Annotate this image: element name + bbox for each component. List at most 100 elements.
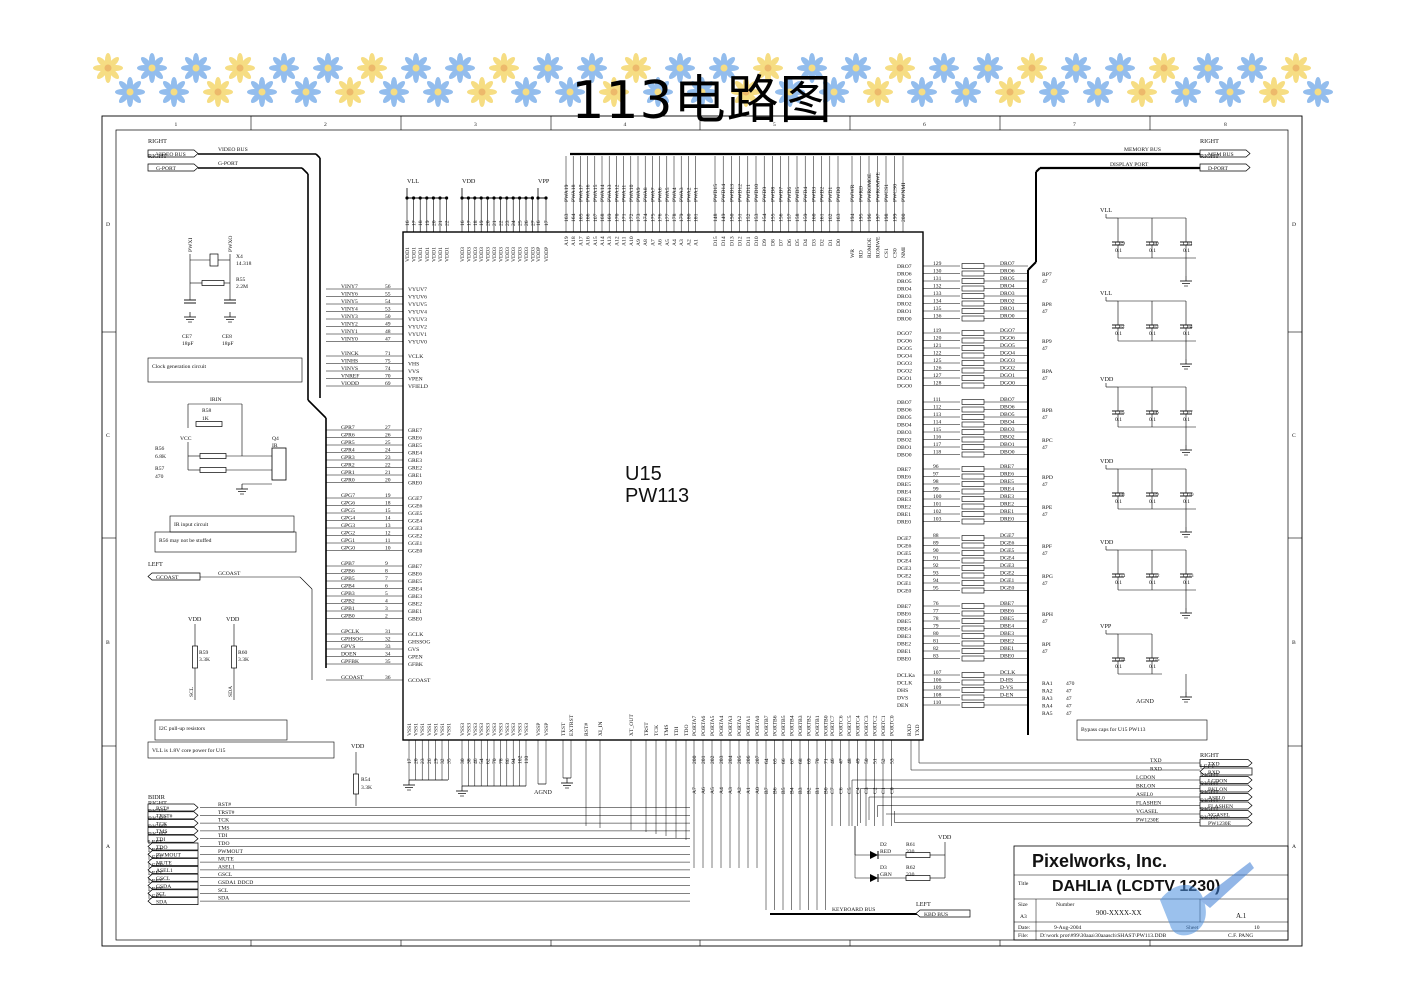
- label-text: CG0: [1183, 492, 1194, 498]
- pin-number: 163: [564, 213, 570, 222]
- net-label: PWROMWE: [876, 172, 882, 202]
- flower-petal: [218, 92, 230, 104]
- label-text: 47: [1042, 376, 1048, 382]
- revision: A.1: [1236, 912, 1247, 920]
- flower-petal: [108, 68, 120, 80]
- resistor-array-element: [961, 496, 985, 502]
- flower-petal: [636, 56, 648, 68]
- frame-row-label: D: [1292, 222, 1296, 228]
- net-label: B7: [764, 787, 770, 794]
- flower-center: [544, 64, 552, 72]
- pin-number: 16: [536, 220, 542, 226]
- pin-name: A11: [622, 236, 628, 246]
- pin-name: GBE3: [408, 594, 422, 600]
- pin-number: 102: [518, 755, 524, 764]
- resistor-array-element: [961, 436, 985, 443]
- net-label: DCLK: [1000, 670, 1015, 676]
- port-direction-tag: RIGHT: [1200, 153, 1219, 160]
- flower-petal: [228, 56, 240, 68]
- net-label: G-PORT: [218, 161, 238, 167]
- label-text: 47: [1042, 512, 1048, 518]
- pin-name: VSSP: [536, 723, 542, 736]
- net-label: DGO0: [1000, 381, 1015, 387]
- resistor-array-element: [961, 293, 985, 299]
- pin-number: 17: [466, 220, 472, 226]
- net-label: SDA: [218, 896, 229, 902]
- resistor-array-element: [961, 270, 985, 277]
- crystal-icon: [209, 253, 219, 267]
- resistor-array-element: [961, 518, 985, 525]
- pin-number: 51: [873, 758, 879, 764]
- resistor-array-element: [961, 466, 985, 472]
- port-label: GCOAST: [156, 575, 179, 581]
- pin-number: 177: [665, 213, 671, 222]
- net-label: IRIN: [210, 397, 222, 403]
- pin-name: D8: [770, 239, 776, 246]
- pin-name: GBE0: [408, 617, 422, 623]
- pin-name: VDD3: [492, 247, 498, 262]
- label-text: RA3: [1042, 696, 1053, 702]
- junction-dot: [511, 196, 515, 200]
- ground-icon: [1180, 527, 1192, 538]
- pin-number: 76: [933, 601, 939, 607]
- flower-petal: [306, 92, 318, 104]
- resistor-array-element: [961, 694, 985, 701]
- net-label: VIODD: [341, 381, 359, 387]
- label-text: CG1: [1115, 573, 1126, 579]
- net-label: DBO7: [1000, 397, 1015, 403]
- label-text: 0.1: [1115, 417, 1122, 423]
- label-text: 0.1: [1149, 664, 1156, 670]
- pin-name: VFIELD: [408, 384, 428, 390]
- port-label: KBD BUS: [924, 912, 948, 918]
- pin-number: 12: [385, 531, 391, 537]
- net-label: GPB0: [341, 614, 355, 620]
- power-rail-label: VPP: [1100, 623, 1112, 630]
- pin-name: D14: [721, 236, 727, 246]
- resistor-array-element: [961, 633, 985, 639]
- pin-name: D7: [779, 239, 785, 246]
- net-label: DBE6: [1000, 609, 1014, 615]
- frame-row-label: D: [106, 222, 110, 228]
- net-label: PWD14: [721, 184, 727, 202]
- resistor-icon: [195, 421, 223, 427]
- pin-number: 49: [856, 758, 862, 764]
- pin-name: A19: [564, 236, 570, 246]
- flower-petal: [448, 68, 460, 80]
- flower-petal: [108, 56, 120, 68]
- net-label: D-HS: [1000, 678, 1013, 684]
- pin-number: 181: [694, 213, 700, 222]
- resistor-array-element: [961, 557, 985, 564]
- flower-petal: [536, 56, 548, 68]
- pin-number: 103: [933, 517, 942, 523]
- label-text: 0.1: [1149, 417, 1156, 423]
- pin-number: 166: [586, 213, 592, 222]
- flower-petal: [1196, 56, 1208, 68]
- label-text: Date:: [1018, 925, 1031, 931]
- label-text: GRN: [880, 872, 892, 878]
- resistor-array-element: [961, 702, 985, 708]
- pin-number: 194: [850, 213, 856, 222]
- flower-petal: [118, 92, 130, 104]
- label-text: 47: [1042, 309, 1048, 315]
- label-text: 47: [1066, 689, 1072, 695]
- pin-number: 24: [385, 448, 391, 454]
- pin-number: 47: [839, 758, 845, 764]
- resistor-array-element: [961, 399, 985, 405]
- net-label: GPB3: [341, 591, 355, 597]
- net-label: RST#: [218, 802, 231, 808]
- net-label: GPB7: [341, 561, 355, 567]
- flower-petal: [768, 68, 780, 80]
- pin-number: 88: [933, 533, 939, 539]
- flower-petal: [262, 92, 274, 104]
- net-label: DRO4: [1000, 284, 1015, 290]
- net-label: DRO2: [1000, 299, 1015, 305]
- pin-name: A4: [672, 239, 678, 246]
- net-label: DBO6: [1000, 405, 1015, 411]
- pin-name: VDD3: [498, 247, 504, 262]
- label-text: R55: [236, 277, 246, 283]
- pin-name: D12: [738, 236, 744, 246]
- pin-number: 20: [385, 478, 391, 484]
- label-text: RPG: [1042, 574, 1053, 580]
- flower-petal: [1152, 56, 1164, 68]
- junction-dot: [524, 196, 528, 200]
